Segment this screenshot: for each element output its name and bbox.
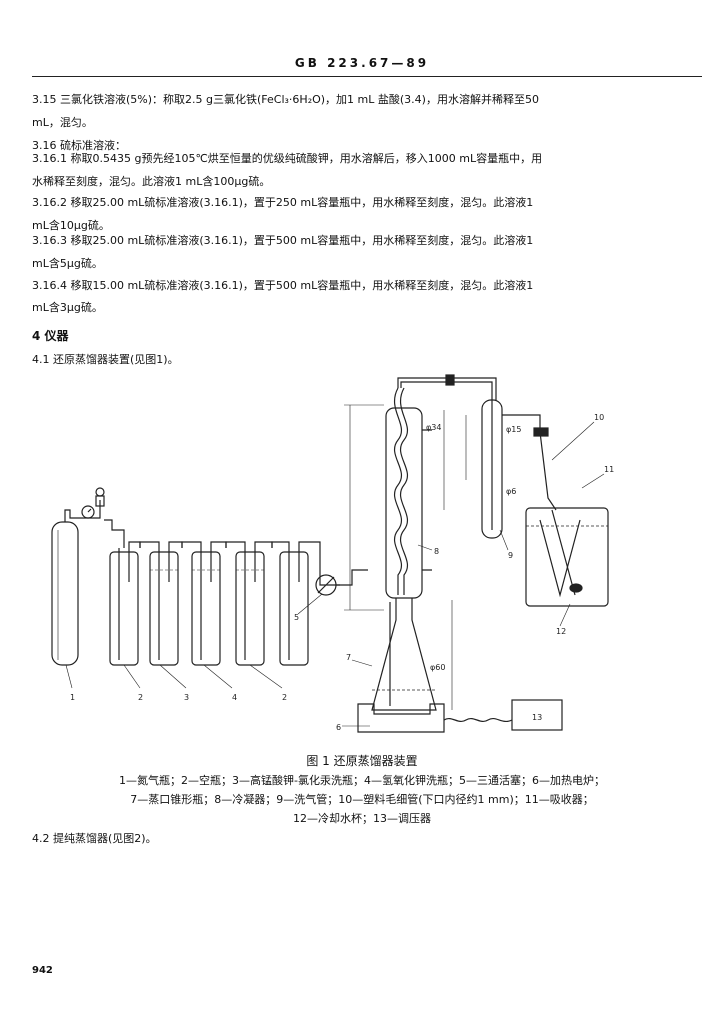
empty-bottle-2	[271, 541, 340, 666]
label-d60: φ60	[430, 663, 445, 672]
paragraph-line: 3.16.2 移取25.00 mL硫标准溶液(3.16.1)，置于250 mL容…	[32, 196, 534, 209]
paragraph-line: mL，混匀。	[32, 116, 93, 129]
label-13: 13	[532, 713, 542, 722]
page-header: GB 223.67—89	[294, 56, 430, 70]
nitrogen-cylinder	[51, 521, 79, 666]
paragraph-line: 3.16.4 移取15.00 mL硫标准溶液(3.16.1)，置于500 mL容…	[32, 279, 534, 292]
label-d15: φ15	[506, 425, 521, 434]
header-rule	[32, 76, 702, 77]
label-d34: φ34	[426, 423, 441, 432]
figure-legend-line: 12—冷却水杯；13—调压器	[293, 812, 431, 825]
page-number: 942	[32, 965, 53, 976]
label-12: 12	[556, 627, 566, 636]
empty-bottle	[109, 541, 141, 666]
electric-heater	[357, 703, 445, 733]
paragraph-line: mL含10μg硫。	[32, 219, 110, 232]
koh-wash-bottle-1	[181, 541, 227, 666]
label-6: 6	[336, 723, 341, 732]
heater-cable	[443, 717, 513, 723]
condenser	[385, 387, 432, 599]
conical-flask	[371, 598, 437, 711]
apparatus-diagram: 1 2 3 4 2 5 6 7 8 9 10 11 12 13 φ34 φ15 …	[51, 374, 614, 733]
label-8: 8	[434, 547, 439, 556]
absorber	[525, 507, 609, 607]
label-7: 7	[346, 653, 351, 662]
pressure-gauge-icon	[81, 505, 95, 519]
label-d6: φ6	[506, 487, 516, 496]
paragraph-line: 3.16.1 称取0.5435 g预先经105℃烘至恒量的优级纯硫酸钾，用水溶解…	[32, 152, 543, 165]
label-2b: 2	[282, 693, 287, 702]
label-3: 3	[184, 693, 189, 702]
koh-wash-bottle-2	[225, 541, 273, 666]
label-5: 5	[294, 613, 299, 622]
paragraph-line: 3.15 三氯化铁溶液(5%)：称取2.5 g三氯化铁(FeCl₃·6H₂O)，…	[32, 93, 539, 106]
cylinder-valve	[64, 500, 101, 522]
plastic-capillary	[539, 431, 557, 511]
subsection-item: 4.1 还原蒸馏器装置(见图1)。	[32, 353, 179, 366]
figure-legend-line: 1—氮气瓶；2—空瓶；3—高锰酸钾-氯化汞洗瓶；4—氢氧化钾洗瓶；5—三通活塞；…	[119, 774, 605, 787]
label-9: 9	[508, 551, 513, 560]
figure-title: 图 1 还原蒸馏器装置	[306, 754, 418, 768]
label-1: 1	[70, 693, 75, 702]
section-heading: 4 仪器	[32, 329, 69, 343]
leader-lines	[65, 421, 605, 727]
paragraph-line: 3.16.3 移取25.00 mL硫标准溶液(3.16.1)，置于500 mL容…	[32, 234, 534, 247]
gas-wash-tube	[481, 399, 541, 539]
label-2a: 2	[138, 693, 143, 702]
figure-legend-line: 7—蒸口锥形瓶；8—冷凝器；9—洗气管；10—塑料毛细管(下口内径约1 mm)；…	[130, 793, 594, 806]
label-10: 10	[594, 413, 604, 422]
paragraph-line: 水稀释至刻度，混匀。此溶液1 mL含100μg硫。	[32, 175, 271, 188]
permanganate-wash-bottle	[139, 541, 183, 666]
paragraph-line: 3.16 硫标准溶液：	[32, 139, 126, 152]
dimension-lines	[344, 404, 467, 710]
label-4: 4	[232, 693, 237, 702]
subsection-item: 4.2 提纯蒸馏器(见图2)。	[32, 832, 157, 845]
label-11: 11	[604, 465, 614, 474]
paragraph-line: mL含3μg硫。	[32, 301, 103, 314]
voltage-regulator	[511, 699, 563, 731]
paragraph-line: mL含5μg硫。	[32, 257, 103, 270]
